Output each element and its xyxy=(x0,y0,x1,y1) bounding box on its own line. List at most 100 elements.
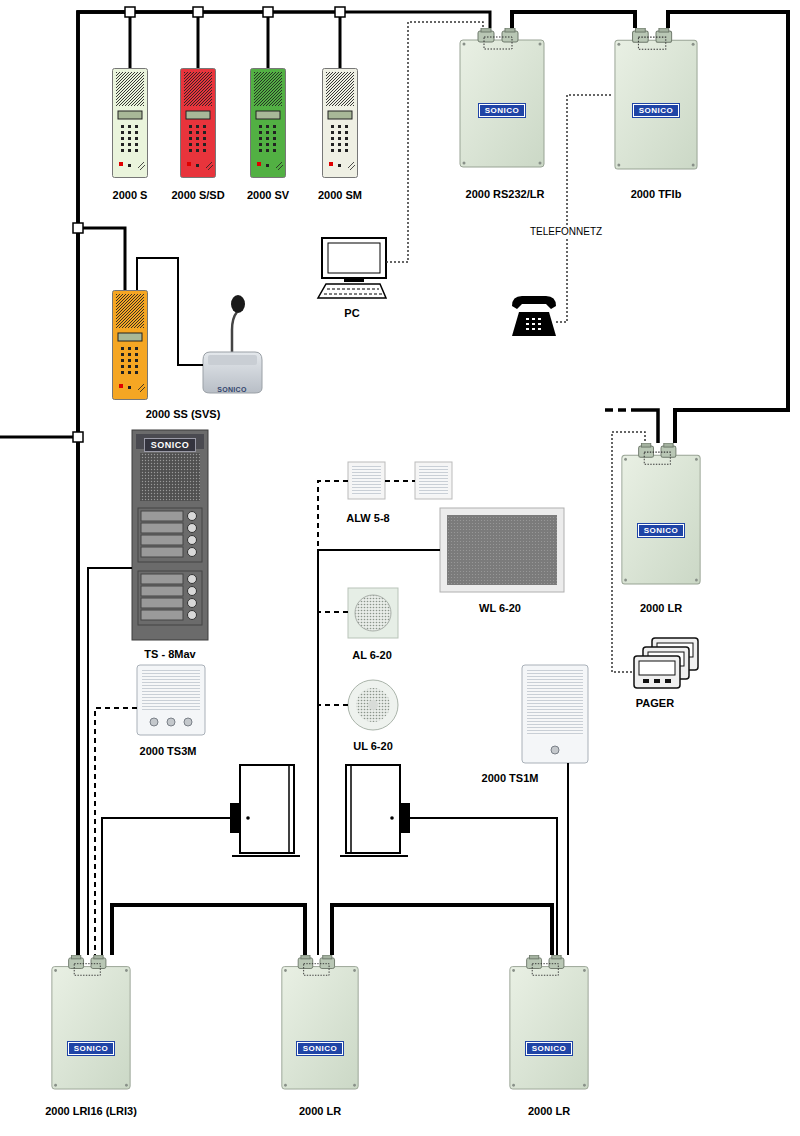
bus-line xyxy=(78,12,340,955)
text-holder: 2000 TS1M xyxy=(482,768,539,786)
speaker-cable xyxy=(318,481,348,955)
intercom-station: 2000 S/SD xyxy=(180,68,216,178)
intercom-station-picture xyxy=(113,69,148,178)
loudspeaker-picture xyxy=(447,515,557,585)
network-label: TELEFONNETZ xyxy=(528,226,604,238)
intercom-station: 2000 SS (SVS) xyxy=(112,290,148,400)
door-symbol xyxy=(240,765,294,853)
intercom-station-picture xyxy=(113,291,148,400)
loudspeaker: WL 6-20 xyxy=(440,508,564,592)
text-holder: 2000 SV xyxy=(247,185,289,203)
door-panel-picture xyxy=(188,548,197,557)
module-box-picture xyxy=(615,28,697,169)
door-symbol xyxy=(230,803,240,833)
desk-microphone: SONICO xyxy=(203,295,262,393)
door-symbol xyxy=(400,803,410,833)
wire xyxy=(102,818,230,955)
door-panel-picture xyxy=(188,587,197,596)
device-label: TS - 8Mav xyxy=(144,648,195,661)
telephone-symbol xyxy=(526,323,529,325)
door-symbol xyxy=(230,765,410,856)
bus-junction xyxy=(73,432,83,442)
door-panel: SONICOTS - 8Mav xyxy=(132,430,208,640)
computer: PC xyxy=(318,238,386,298)
line-module: SONICO2000 LRI16 (LRI3) xyxy=(50,955,132,1090)
module-box-picture xyxy=(510,955,588,1089)
device-label: PC xyxy=(344,307,359,320)
door-symbol xyxy=(246,816,250,820)
computer-picture xyxy=(327,289,379,290)
text-holder: 2000 SS (SVS) xyxy=(146,404,221,422)
text-holder: SONICO xyxy=(68,1037,115,1055)
text-holder: AL 6-20 xyxy=(352,645,392,663)
call-panel-picture xyxy=(150,718,158,726)
text-holder: PC xyxy=(344,303,359,321)
microphone-picture xyxy=(203,295,262,393)
device-label: 2000 SV xyxy=(247,189,289,202)
intercom-station: 2000 SV xyxy=(250,68,286,178)
line-module: SONICO2000 LR xyxy=(280,955,360,1090)
text-holder: 2000 LR xyxy=(528,1101,570,1119)
computer-picture xyxy=(322,238,386,278)
text-holder: ALW 5-8 xyxy=(346,508,389,526)
door-symbol xyxy=(350,765,352,853)
call-panel: 2000 TS1M xyxy=(522,665,588,763)
door-panel-picture xyxy=(138,571,202,625)
pager-picture xyxy=(654,679,660,683)
computer-picture xyxy=(344,278,364,282)
microphone-picture xyxy=(203,352,262,393)
device-label: ALW 5-8 xyxy=(346,512,389,525)
door-panel-picture xyxy=(141,523,183,533)
intercom-station-picture xyxy=(181,69,216,178)
device-label: 2000 TS3M xyxy=(140,745,197,758)
text-holder: 2000 S/SD xyxy=(171,185,224,203)
brand-logo: SONICO xyxy=(217,386,246,394)
bus-line xyxy=(78,12,268,955)
telephone-symbol xyxy=(532,328,535,330)
text-holder: UL 6-20 xyxy=(353,736,393,754)
device-label: WL 6-20 xyxy=(479,602,521,615)
bus-junction xyxy=(73,7,345,442)
pager-picture xyxy=(643,679,649,683)
telephone-symbol xyxy=(526,328,529,330)
text-holder: TELEFONNETZ xyxy=(528,221,604,239)
bus-line xyxy=(78,12,198,955)
loudspeaker-picture xyxy=(352,466,381,495)
door-panel-picture xyxy=(188,536,197,545)
pager-picture xyxy=(639,661,675,675)
device-label: 2000 LRI16 (LRI3) xyxy=(45,1105,137,1118)
telephone-symbol xyxy=(538,328,541,330)
bus-junction xyxy=(335,7,345,17)
text-holder: SONICO xyxy=(526,1037,573,1055)
text-holder: WL 6-20 xyxy=(479,598,521,616)
text-holder: SONICO xyxy=(479,99,526,117)
text-holder: 2000 SM xyxy=(318,185,362,203)
loudspeaker-picture xyxy=(385,480,415,482)
text-holder: 2000 LR xyxy=(640,598,682,616)
data-link xyxy=(612,432,645,672)
door-symbol xyxy=(288,765,290,853)
pager-picture xyxy=(634,638,698,688)
door-symbol xyxy=(232,855,300,857)
brand-logo: SONICO xyxy=(633,104,680,117)
pager-picture xyxy=(665,679,671,683)
door-panel-picture xyxy=(188,524,197,533)
telephone-symbol xyxy=(532,323,535,325)
telephone-symbol xyxy=(512,312,556,336)
pager-picture xyxy=(634,656,680,688)
bus-junction xyxy=(263,7,273,17)
door-symbol xyxy=(390,816,394,820)
door-panel-picture xyxy=(141,586,183,596)
loudspeaker-picture xyxy=(440,508,564,592)
loudspeaker-picture xyxy=(356,688,390,722)
text-holder: SONICO xyxy=(217,378,246,396)
door-panel-picture xyxy=(138,508,202,562)
text-holder: PAGER xyxy=(636,693,674,711)
telephone-symbol xyxy=(532,318,535,320)
text-holder: SONICO xyxy=(297,1037,344,1055)
device-label: 2000 S xyxy=(113,189,148,202)
device-label: 2000 LR xyxy=(299,1105,341,1118)
device-label: AL 6-20 xyxy=(352,649,392,662)
loudspeaker-picture xyxy=(348,588,398,638)
